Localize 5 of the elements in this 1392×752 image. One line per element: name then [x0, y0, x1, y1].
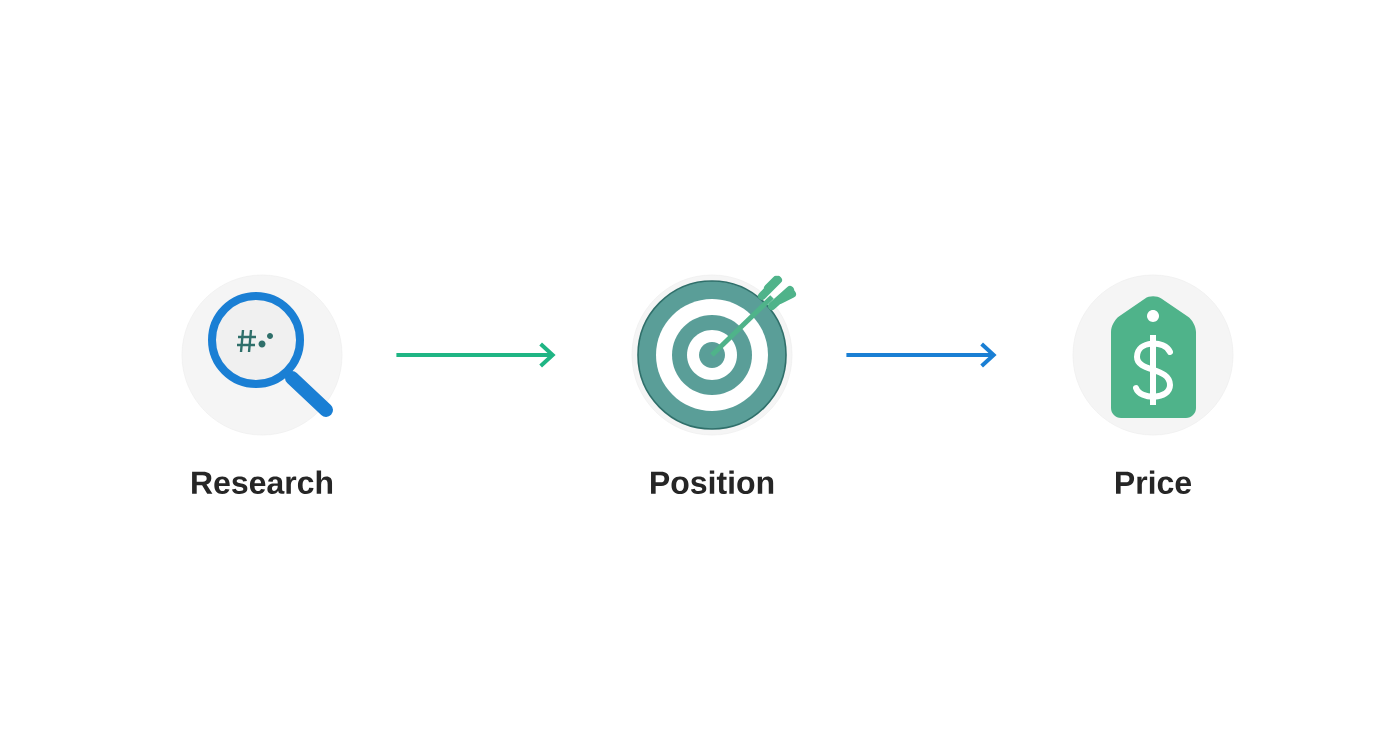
node-label: Price [1116, 470, 1192, 494]
arrow [846, 342, 997, 368]
arrow [396, 342, 556, 368]
node-label: Research [192, 470, 333, 494]
node-label: Position [651, 470, 774, 494]
